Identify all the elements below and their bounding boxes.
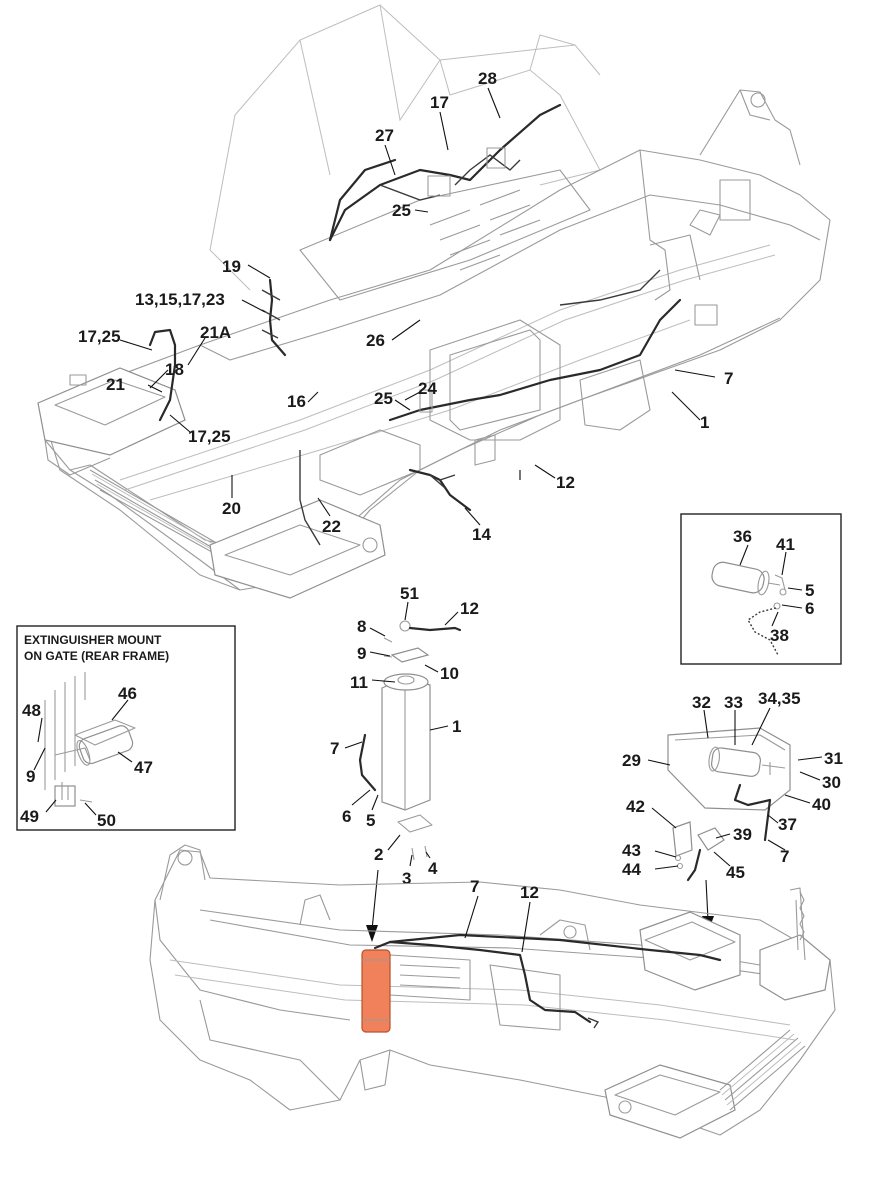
- callout-38: 38: [770, 626, 789, 645]
- callout-19: 19: [222, 257, 241, 276]
- callout-29: 29: [622, 751, 641, 770]
- upper-wiring-harness: [148, 103, 682, 546]
- callout-30: 30: [822, 773, 841, 792]
- callout-1-top: 1: [700, 413, 709, 432]
- callout-21a: 21A: [200, 323, 231, 342]
- callout-25-mid: 25: [374, 389, 393, 408]
- callout-33: 33: [724, 693, 743, 712]
- callout-13-15-17-23: 13,15,17,23: [135, 290, 225, 309]
- inset-filter-detail: 36 41 5 6 38: [680, 513, 842, 665]
- callout-47: 47: [134, 758, 153, 777]
- callout-7-right: 7: [780, 847, 789, 866]
- callout-50: 50: [97, 811, 116, 830]
- lower-callout-leaders: [464, 895, 531, 953]
- callout-12-bottom: 12: [520, 883, 539, 902]
- lower-frame-assembly: [149, 844, 836, 1139]
- callout-51: 51: [400, 584, 419, 603]
- lower-wiring-harness: [373, 933, 722, 1029]
- callout-34-35: 34,35: [758, 689, 801, 708]
- callout-22: 22: [322, 517, 341, 536]
- callout-27: 27: [375, 126, 394, 145]
- callout-25: 25: [392, 201, 411, 220]
- callout-39: 39: [733, 825, 752, 844]
- callout-16: 16: [287, 392, 306, 411]
- callout-9-inset: 9: [26, 767, 35, 786]
- callout-41: 41: [776, 535, 795, 554]
- callout-24: 24: [418, 379, 437, 398]
- inset-title-line1: EXTINGUISHER MOUNT: [24, 633, 162, 647]
- callout-10: 10: [440, 664, 459, 683]
- callout-4: 4: [428, 859, 438, 878]
- callout-43: 43: [622, 841, 641, 860]
- upper-frame-assembly: [37, 4, 831, 599]
- inset-extinguisher: EXTINGUISHER MOUNT ON GATE (REAR FRAME) …: [16, 625, 236, 831]
- callout-31: 31: [824, 749, 843, 768]
- callout-48: 48: [22, 701, 41, 720]
- callout-7-bottom: 7: [470, 877, 479, 896]
- pump-exploded-view: 32 33 34,35 29 31 30 40 37 42 39 7 43 44…: [622, 689, 843, 932]
- inset-title-line2: ON GATE (REAR FRAME): [24, 649, 169, 663]
- callout-9-center: 9: [357, 644, 366, 663]
- callout-17-25-top: 17,25: [78, 327, 121, 346]
- callout-40: 40: [812, 795, 831, 814]
- callout-11: 11: [350, 673, 368, 692]
- callout-42: 42: [626, 797, 645, 816]
- callout-6-inset: 6: [805, 599, 814, 618]
- callout-14: 14: [472, 525, 491, 544]
- inset-extinguisher-box: [16, 625, 236, 831]
- callout-20: 20: [222, 499, 241, 518]
- callout-5-inset: 5: [805, 581, 814, 600]
- callout-46: 46: [118, 684, 137, 703]
- callout-28: 28: [478, 69, 497, 88]
- callout-32: 32: [692, 693, 711, 712]
- callout-12-top: 12: [556, 473, 575, 492]
- callout-18: 18: [165, 360, 184, 379]
- callout-1-center: 1: [452, 717, 461, 736]
- upper-callouts: 28 17 27 25 19 13,15,17,23 17,25 21A 18 …: [78, 69, 733, 544]
- callout-7-center: 7: [330, 739, 339, 758]
- callout-36: 36: [733, 527, 752, 546]
- callout-3: 3: [402, 869, 411, 888]
- upper-callout-leaders: [119, 87, 716, 526]
- callout-12-center: 12: [460, 599, 479, 618]
- callout-44: 44: [622, 860, 641, 879]
- callout-7-top: 7: [724, 369, 733, 388]
- callout-37: 37: [778, 815, 797, 834]
- callout-21: 21: [106, 375, 125, 394]
- highlighted-canister: [361, 949, 391, 1033]
- callout-6-center: 6: [342, 807, 351, 826]
- callout-17-25-mid: 17,25: [188, 427, 231, 446]
- callout-8: 8: [357, 617, 366, 636]
- canister-exploded-view: 51 12 8 9 10 11 1 7 6 5 2 3 4: [330, 584, 479, 942]
- callout-5-center: 5: [366, 811, 375, 830]
- callout-2: 2: [374, 845, 383, 864]
- callout-49: 49: [20, 807, 39, 826]
- callout-45: 45: [726, 863, 745, 882]
- callout-17: 17: [430, 93, 449, 112]
- callout-26: 26: [366, 331, 385, 350]
